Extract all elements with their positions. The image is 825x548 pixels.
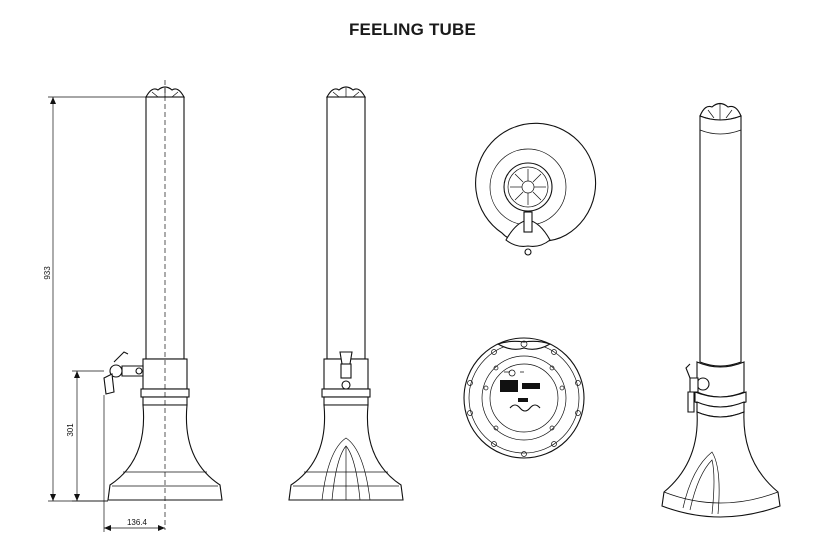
- bottom-view: [463, 337, 585, 459]
- perspective-view: [661, 102, 781, 518]
- dimension-tap-offset: 136.4: [127, 518, 148, 527]
- dimension-total-height: 933: [43, 266, 52, 280]
- drawing-title: FEELING TUBE: [348, 20, 477, 39]
- dimension-tap-height: 301: [66, 423, 75, 437]
- side-view-dimensioned: 933 301 136.4: [43, 80, 223, 532]
- top-view: [475, 122, 597, 256]
- front-view: [288, 86, 404, 501]
